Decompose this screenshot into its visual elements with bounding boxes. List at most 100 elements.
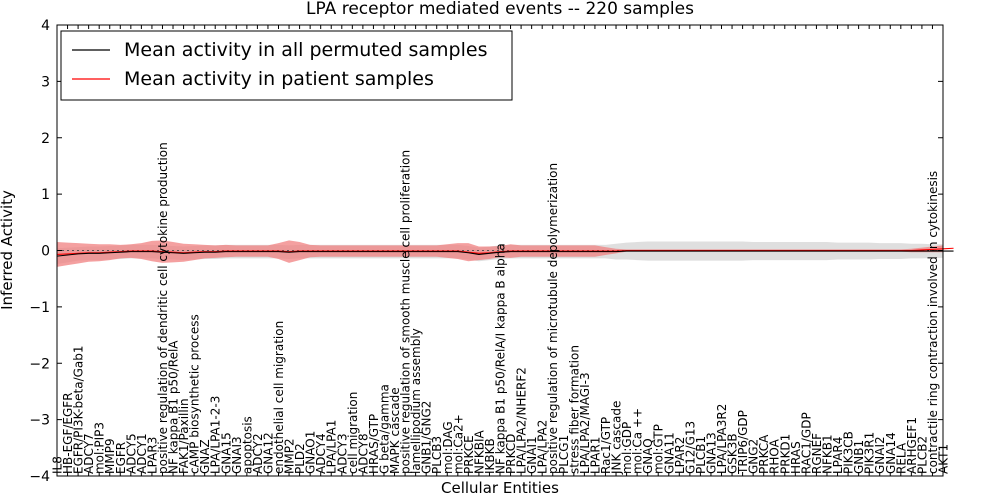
x-tick-label: contractile ring contraction involved in… <box>926 171 940 474</box>
x-tick-label: MMP2 <box>283 438 297 474</box>
x-tick-label: GNAO1 <box>304 431 318 474</box>
x-tick-label: HRAS/GTP <box>367 414 381 474</box>
legend: Mean activity in all permuted samples Me… <box>60 30 513 101</box>
x-tick-label: GNAQ <box>641 438 655 474</box>
permuted-mean-line <box>56 250 954 257</box>
x-tick-label: mol:DAG <box>441 421 455 474</box>
x-tick-label: LPAR2 <box>673 437 687 474</box>
y-tick-label: 3 <box>41 74 50 90</box>
x-tick-label: ADCY1 <box>135 433 149 474</box>
x-tick-label: PRKCE <box>462 435 476 474</box>
y-tick-label: 4 <box>41 18 50 34</box>
legend-box <box>60 30 513 101</box>
x-tick-label: cell migration <box>346 392 360 474</box>
patient-confidence-band <box>57 240 943 267</box>
chart-title: LPA receptor mediated events -- 220 samp… <box>306 0 694 19</box>
x-tick-label: PRKCA <box>757 434 771 474</box>
x-tick-label: LPA/LPA1-2-3 <box>209 396 223 474</box>
x-tick-label: GSK3B <box>726 433 740 474</box>
x-tick-label: NFKB1 <box>820 434 834 474</box>
x-tick-label: GNAI2 <box>873 436 887 474</box>
x-tick-label: LPAR1 <box>588 437 602 474</box>
x-tick-label: ADCY5 <box>124 433 138 474</box>
y-tick-label: −1 <box>29 300 50 316</box>
x-tick-label: ARHGEF1 <box>905 417 919 474</box>
x-tick-label: GNAI1 <box>525 436 539 474</box>
x-tick-label: Rac1/GTP <box>599 417 613 474</box>
x-tick-label: PLD2 <box>293 443 307 474</box>
y-tick-label: −4 <box>29 469 50 485</box>
x-tick-label: G12/G13 <box>683 421 697 474</box>
x-tick-label: positive regulation of microtubule depol… <box>546 163 560 474</box>
x-axis-ticks <box>56 25 944 476</box>
x-tick-label: LPA/LPA3R2 <box>715 404 729 474</box>
legend-label-patient: Mean activity in patient samples <box>124 68 434 90</box>
x-tick-label: NF kappa B1 p50/RelA/I kappa B alpha <box>494 243 508 474</box>
x-tick-label: positive regulation of smooth muscle cel… <box>399 150 413 474</box>
x-tick-label: ADCY8 <box>356 433 370 474</box>
x-tick-label: JNK cascade <box>610 401 624 475</box>
x-tick-label: PLCB2 <box>915 436 929 474</box>
x-tick-label: MAPK cascade <box>388 387 402 474</box>
x-tick-label: GNA13 <box>704 432 718 474</box>
x-tick-label: HB-EGF/EGFR <box>61 392 75 474</box>
series-lines <box>56 247 954 257</box>
x-tick-label: GNAI3 <box>230 436 244 474</box>
x-tick-label: GNA14 <box>884 432 898 474</box>
x-tick-label: stress fiber formation <box>567 345 581 474</box>
x-tick-label: ADCY2 <box>251 433 265 474</box>
y-tick-label: 1 <box>41 187 50 203</box>
x-tick-label: NF kappa B1 p50/RelA <box>167 340 181 474</box>
x-tick-label: GNG2 <box>747 439 761 474</box>
x-tick-label: RELA <box>894 442 908 474</box>
patient-mean-line <box>56 247 954 255</box>
x-tick-label: EGFR/PI3K-beta/Gab1 <box>72 345 86 474</box>
x-tick-label: LPA/LPA2/NHERF2 <box>515 367 529 474</box>
x-tick-label: PRKD1 <box>778 434 792 474</box>
x-tick-label: G beta/gamma <box>377 384 391 474</box>
x-tick-label: ADCY4 <box>314 433 328 474</box>
x-tick-label: mol:Ca ++ <box>631 408 645 474</box>
x-tick-label: GNB1 <box>852 440 866 474</box>
x-tick-label: PLCB3 <box>430 436 444 474</box>
x-tick-label: PLCG1 <box>557 435 571 474</box>
x-tick-label: LPA/LPA1 <box>325 420 339 474</box>
x-tick-label: mol:GDP <box>620 422 634 474</box>
patient-band-layer <box>57 240 943 267</box>
x-tick-label: HRAS <box>789 441 803 474</box>
x-tick-label: RHOA <box>768 438 782 474</box>
legend-label-permuted: Mean activity in all permuted samples <box>124 39 487 61</box>
plot-area: IL8HB-EGF/EGFREGFR/PI3K-beta/Gab1ADCY7mo… <box>51 142 954 475</box>
x-tick-label: GNA11 <box>662 432 676 474</box>
x-tick-label: GNAZ <box>198 439 212 474</box>
x-tick-label: TRIP6/GDP <box>736 410 750 475</box>
x-tick-label: mol:Ca2+ <box>451 414 465 474</box>
x-tick-label: cAMP biosynthetic process <box>188 314 202 474</box>
x-tick-label: IKBKB <box>483 438 497 474</box>
x-tick-label: FAK1/Paxillin <box>177 398 191 474</box>
x-tick-label: RAC1/GDP <box>799 412 813 474</box>
y-axis-ticks: −4 −3 −2 −1 0 1 2 3 4 <box>29 18 943 485</box>
y-tick-label: −2 <box>29 356 50 372</box>
x-tick-label: ADCY3 <box>335 433 349 474</box>
x-tick-label: mol:PIP3 <box>93 422 107 474</box>
x-axis-label: Cellular Entities <box>441 479 559 497</box>
x-tick-label: PLCB1 <box>694 436 708 474</box>
y-tick-label: 2 <box>41 131 50 147</box>
x-tick-label: EGFR <box>114 442 128 474</box>
x-tick-label: GNB1/GNG2 <box>420 401 434 474</box>
y-axis-label: Inferred Activity <box>0 190 16 310</box>
x-tick-label: LPA/LPA2/MAGI-3 <box>578 372 592 474</box>
x-tick-label: ADCY7 <box>82 433 96 474</box>
y-tick-label: −3 <box>29 413 50 429</box>
x-tick-label: RGNEF <box>810 433 824 474</box>
x-tick-label: mol:GTP <box>652 424 666 474</box>
y-tick-label: 0 <box>41 244 50 260</box>
x-tick-label: apoptosis <box>240 416 254 474</box>
x-tick-label: positive regulation of dendritic cell cy… <box>156 142 170 474</box>
x-tick-label: GNA15 <box>219 432 233 474</box>
x-tick-label: MMP9 <box>103 438 117 474</box>
x-tick-label: endothelial cell migration <box>272 321 286 474</box>
x-tick-label: LPAR4 <box>831 437 845 474</box>
